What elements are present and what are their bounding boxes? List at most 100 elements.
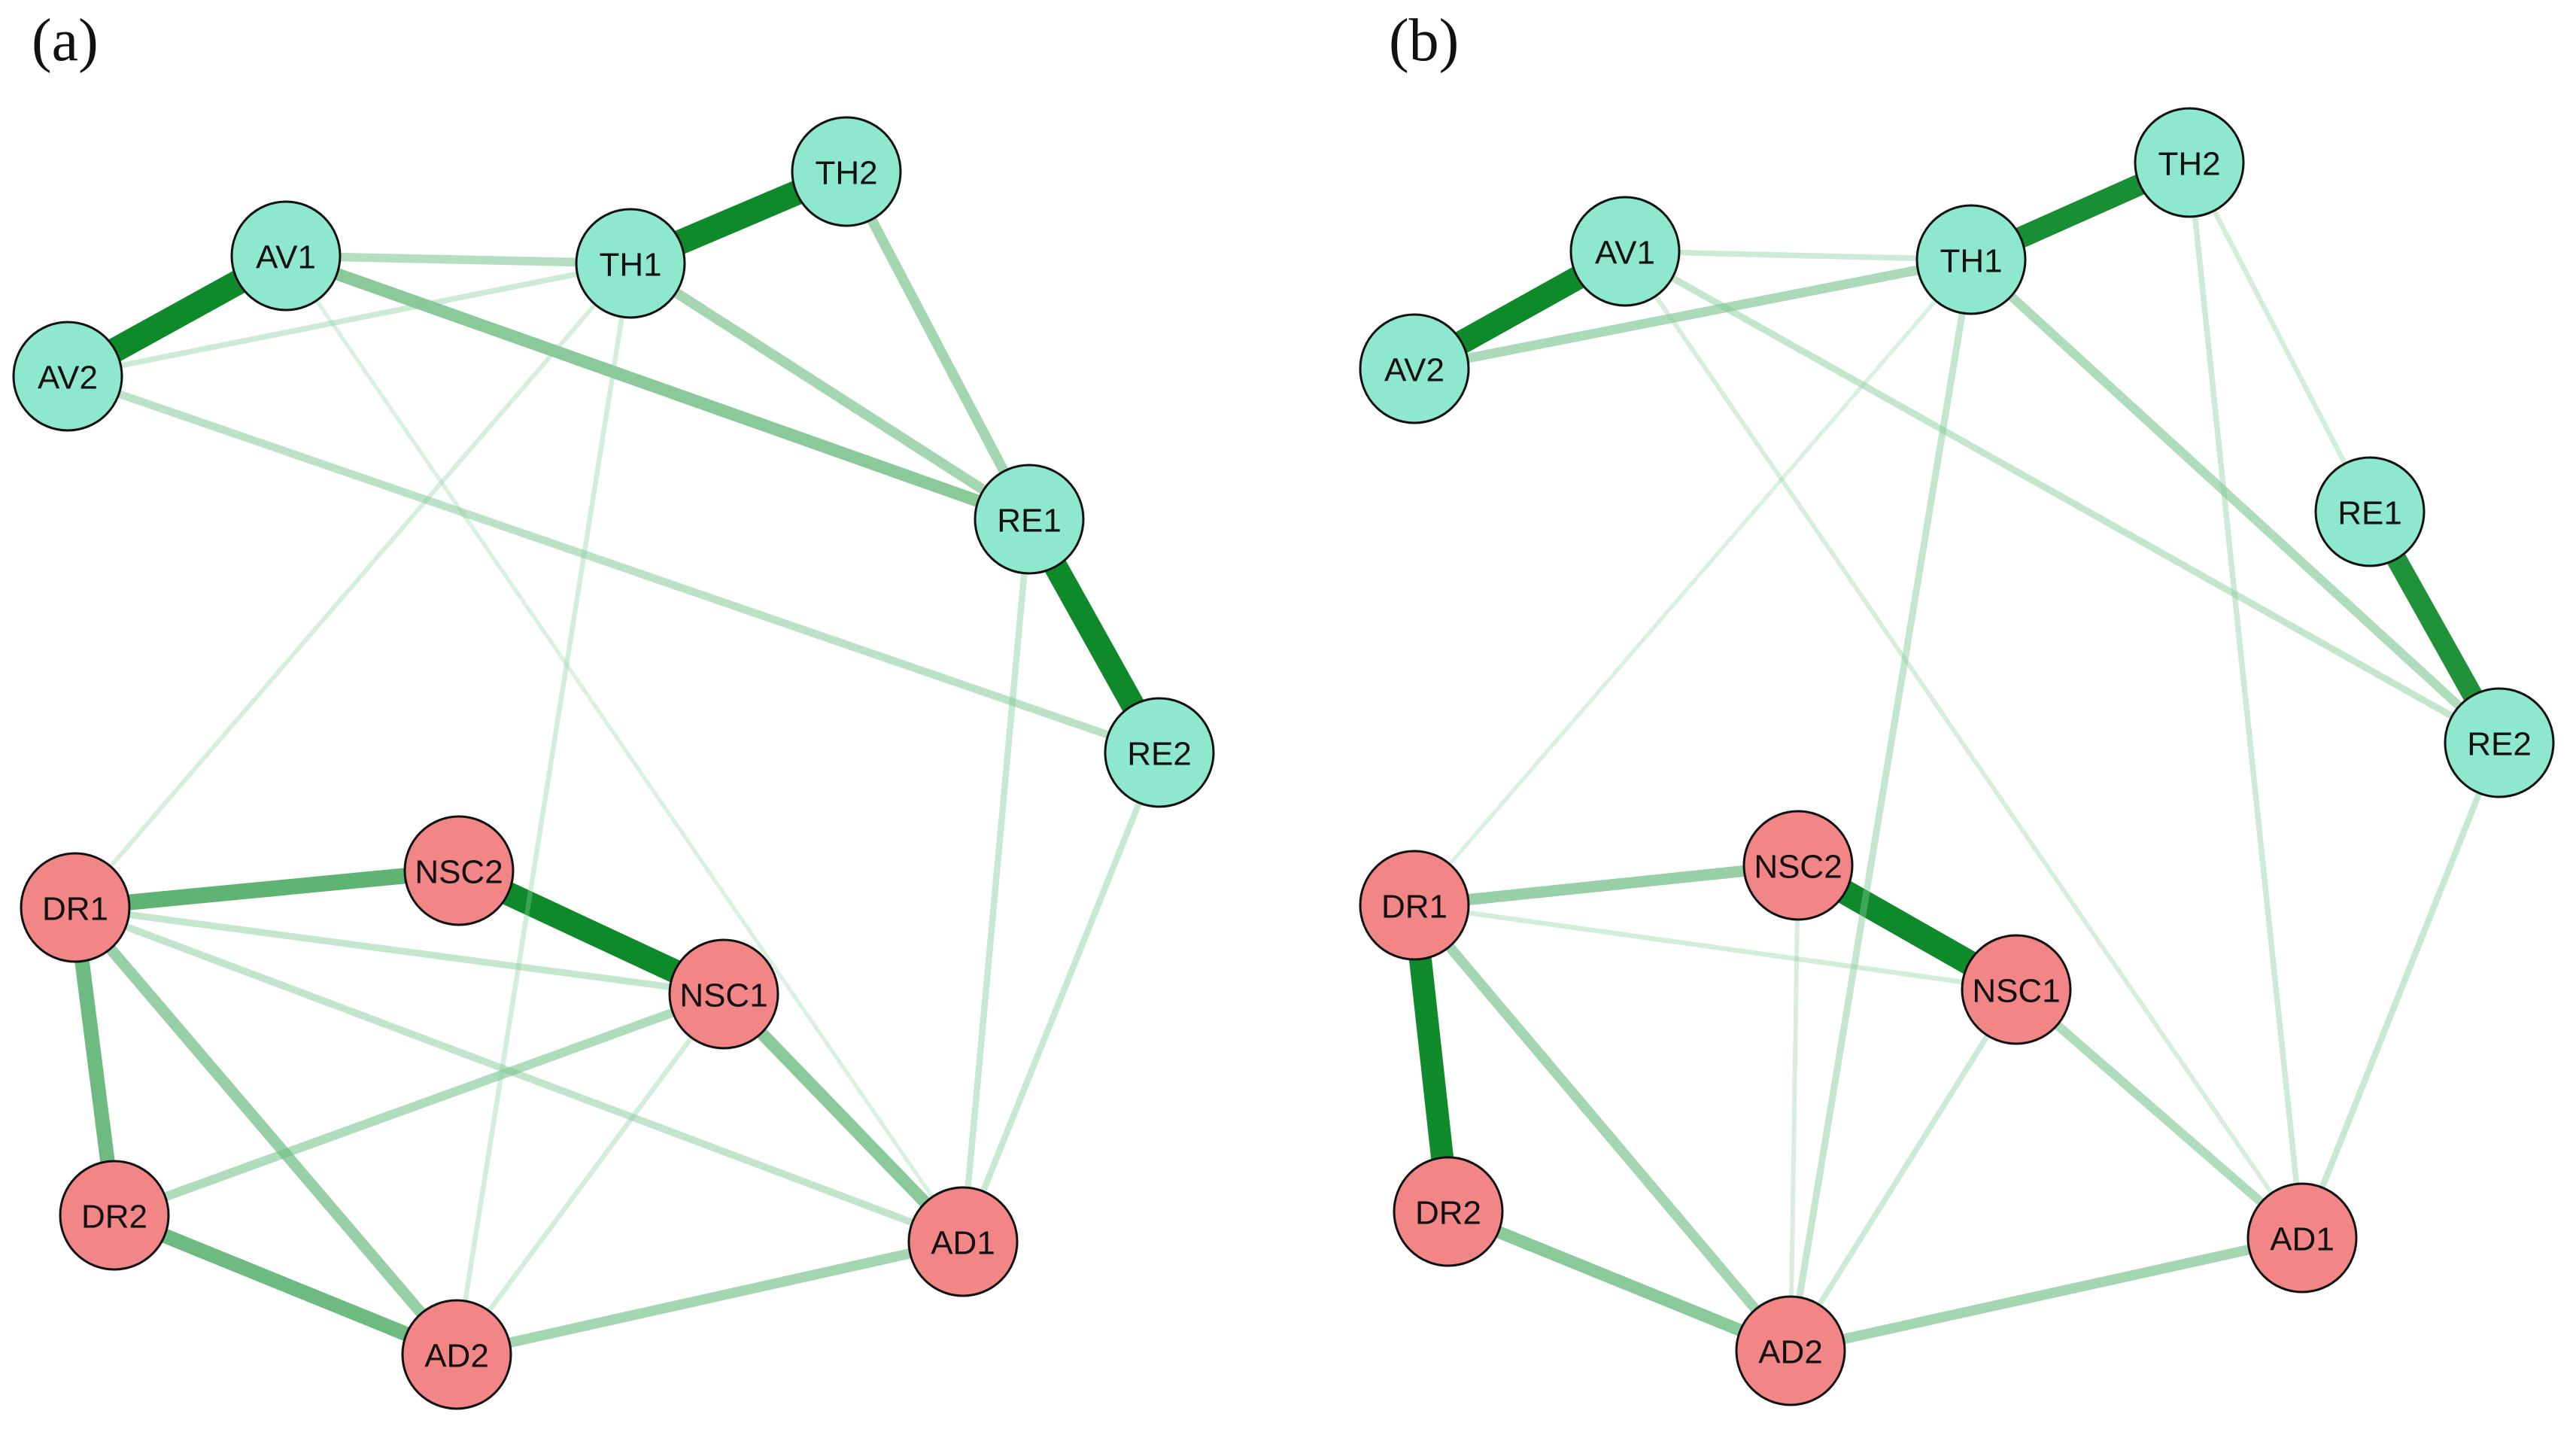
node-th1: TH1 xyxy=(1915,204,2027,315)
edge-nsc1-ad2 xyxy=(454,991,727,1358)
edge-dr1-nsc2 xyxy=(67,862,467,916)
node-circle xyxy=(974,464,1085,575)
node-dr2: DR2 xyxy=(1393,1156,1504,1267)
node-circle xyxy=(2314,456,2426,567)
node-av1: AV1 xyxy=(230,200,342,312)
node-label: AD2 xyxy=(424,1338,489,1375)
edge-av2-re2 xyxy=(63,372,1164,757)
node-circle xyxy=(2134,107,2245,218)
node-label: AV2 xyxy=(1384,352,1444,389)
node-circle xyxy=(1735,1295,1846,1406)
node-circle xyxy=(791,116,902,227)
node-label: DR1 xyxy=(1381,889,1447,926)
node-av2: AV2 xyxy=(1359,313,1470,424)
node-circle xyxy=(1359,313,1470,424)
node-label: NSC2 xyxy=(415,854,503,891)
edge-th2-ad1 xyxy=(2186,160,2305,1241)
node-label: NSC2 xyxy=(1754,849,1842,886)
node-circle xyxy=(59,1160,170,1271)
node-circle xyxy=(1104,697,1215,808)
edge-ad2-ad1 xyxy=(1785,1233,2307,1356)
node-circle xyxy=(1915,204,2027,315)
node-dr1: DR1 xyxy=(20,852,131,963)
edge-dr1-ad2 xyxy=(69,901,463,1361)
edge-re1-ad1 xyxy=(959,515,1033,1245)
node-label: AD1 xyxy=(931,1225,995,1262)
node-label: TH1 xyxy=(1940,243,2002,280)
node-dr1: DR1 xyxy=(1359,850,1470,961)
node-dr2: DR2 xyxy=(59,1160,170,1271)
edge-re2-ad1 xyxy=(959,749,1163,1245)
node-label: AD1 xyxy=(2270,1221,2334,1258)
node-label: RE2 xyxy=(1127,736,1192,773)
edge-layer xyxy=(1402,151,2510,1358)
node-circle xyxy=(403,815,515,926)
edge-nsc1-ad1 xyxy=(717,987,970,1248)
edge-nsc1-ad2 xyxy=(1788,987,2019,1354)
node-circle xyxy=(12,321,123,432)
node-circle xyxy=(575,208,686,319)
edge-av2-th1 xyxy=(65,260,633,379)
node-nsc1: NSC1 xyxy=(668,938,779,1050)
node-ad1: AD1 xyxy=(2246,1182,2358,1294)
edge-dr1-nsc1 xyxy=(1411,902,2019,993)
node-circle xyxy=(1961,934,2072,1045)
node-re1: RE1 xyxy=(974,464,1085,575)
edge-av1-ad1 xyxy=(284,254,965,1244)
edge-av1-ad1 xyxy=(1623,249,2304,1240)
node-label: AV1 xyxy=(256,239,316,276)
edge-nsc1-ad1 xyxy=(2012,985,2307,1242)
node-av1: AV1 xyxy=(1569,196,1681,307)
node-label: DR1 xyxy=(42,891,108,928)
node-th2: TH2 xyxy=(2134,107,2245,218)
edge-ad2-ad1 xyxy=(451,1236,968,1360)
edge-re2-ad1 xyxy=(2298,739,2503,1242)
edge-th1-dr1 xyxy=(73,261,633,910)
edge-layer xyxy=(55,159,1171,1362)
node-re2: RE2 xyxy=(1104,697,1215,808)
panel-label-a: (a) xyxy=(32,8,99,74)
edge-th2-re1 xyxy=(2186,160,2373,515)
node-re1: RE1 xyxy=(2314,456,2426,567)
node-label: RE1 xyxy=(997,503,1062,540)
node-label: TH2 xyxy=(815,155,877,192)
node-nsc2: NSC2 xyxy=(1742,810,1854,921)
node-circle xyxy=(2246,1182,2358,1294)
edge-nsc1-dr2 xyxy=(110,990,728,1220)
edge-dr1-ad2 xyxy=(1409,900,1796,1356)
node-nsc2: NSC2 xyxy=(403,815,515,926)
edge-dr2-ad2 xyxy=(107,1208,464,1362)
node-th1: TH1 xyxy=(575,208,686,319)
node-label: AV1 xyxy=(1595,235,1655,272)
edge-av1-re2 xyxy=(1621,248,2503,746)
edge-dr1-nsc1 xyxy=(71,904,728,998)
node-label: TH1 xyxy=(599,247,661,284)
edge-dr1-nsc2 xyxy=(1408,859,1804,911)
node-label: NSC1 xyxy=(679,977,767,1014)
node-ad1: AD1 xyxy=(907,1186,1019,1297)
node-circle xyxy=(907,1186,1019,1297)
panel-label-b: (b) xyxy=(1389,8,1460,74)
edge-th1-ad2 xyxy=(454,260,633,1358)
edge-av1-re1 xyxy=(279,249,1036,526)
node-circle xyxy=(401,1299,512,1410)
node-circle xyxy=(2444,687,2555,798)
edge-nsc2-ad2 xyxy=(1788,863,1800,1353)
node-label: AV2 xyxy=(38,360,98,397)
node-circle xyxy=(20,852,131,963)
node-th2: TH2 xyxy=(791,116,902,227)
edge-av1-th1 xyxy=(281,251,635,268)
node-label: DR2 xyxy=(1415,1195,1481,1232)
node-circle xyxy=(1742,810,1854,921)
node-circle xyxy=(1393,1156,1504,1267)
node-label: TH2 xyxy=(2158,146,2220,183)
edge-dr1-ad1 xyxy=(71,904,967,1245)
node-label: RE2 xyxy=(2467,726,2532,763)
node-label: RE1 xyxy=(2338,495,2402,532)
node-re2: RE2 xyxy=(2444,687,2555,798)
edge-th1-dr1 xyxy=(1412,257,1973,908)
node-label: DR2 xyxy=(81,1199,147,1236)
